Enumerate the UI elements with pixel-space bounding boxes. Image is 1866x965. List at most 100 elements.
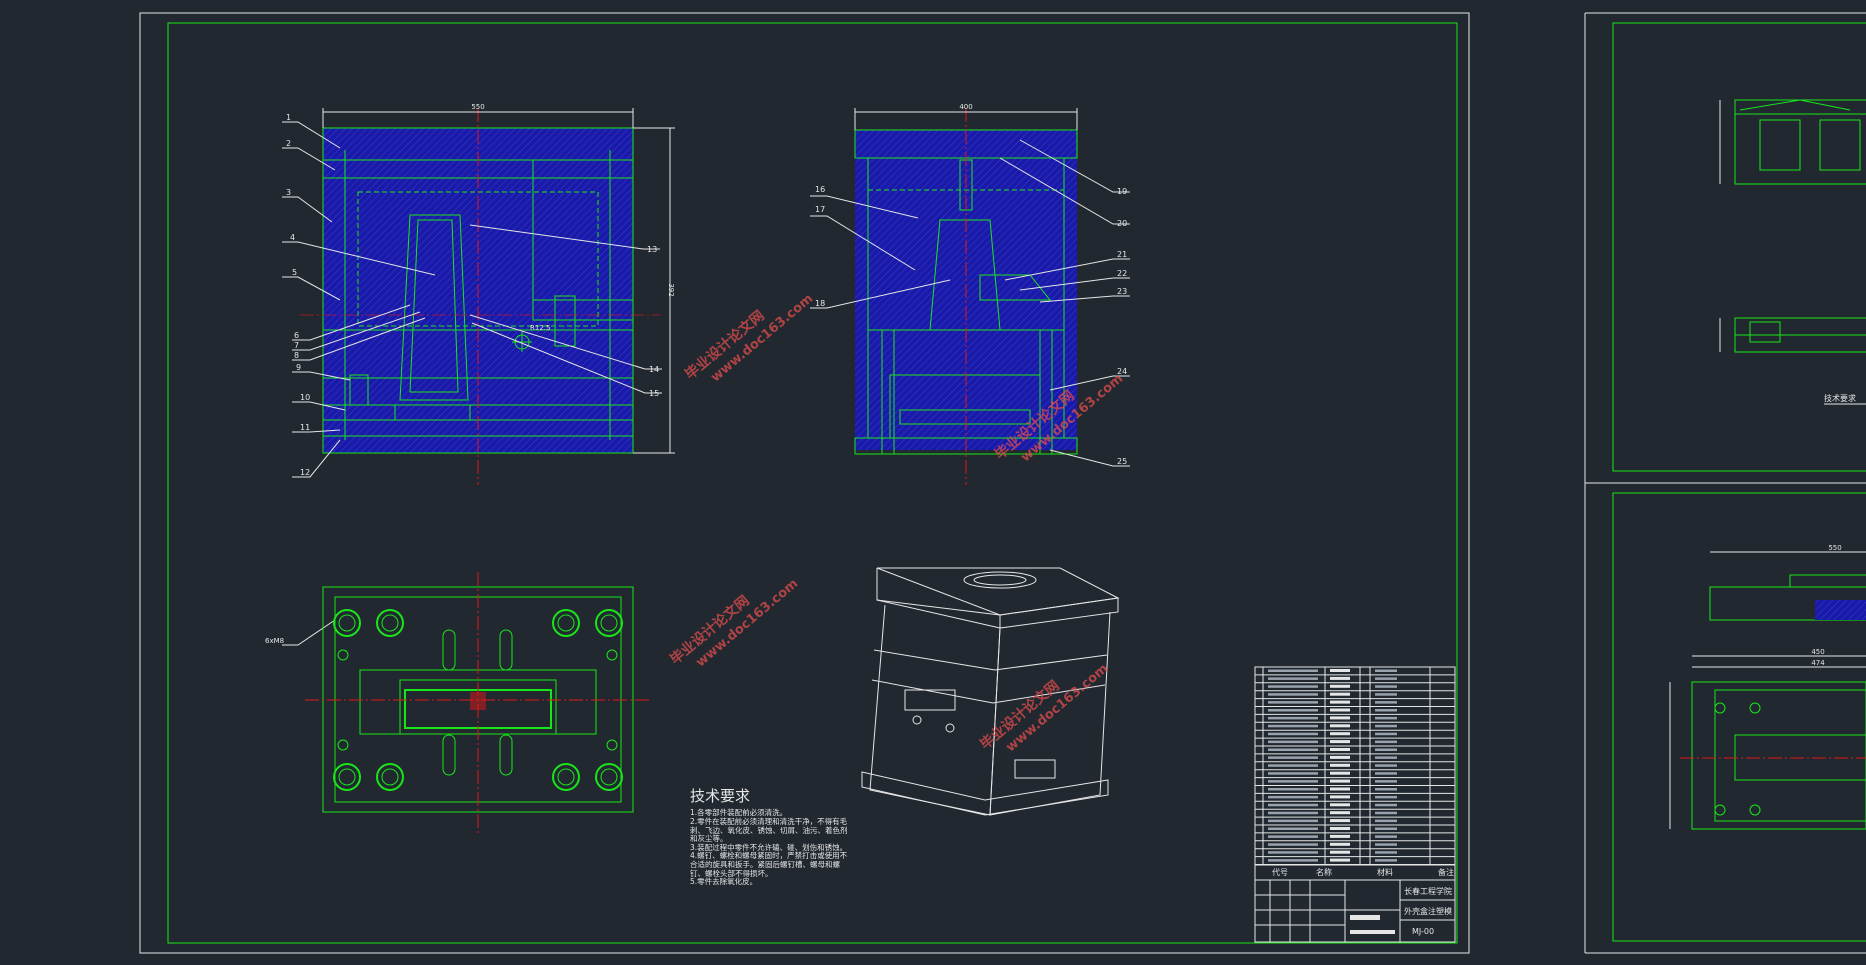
parts-row-code-mark [1268, 827, 1318, 830]
watermark-1: 毕业设计论文网 www.doc163.com [682, 291, 817, 385]
part-number-19: 19 [1117, 187, 1127, 196]
side-width-dimension: 400 [959, 103, 972, 111]
parts-row-code-mark [1268, 669, 1318, 672]
parts-list-rows [1255, 669, 1455, 865]
part-number-4: 4 [290, 233, 295, 242]
parts-row-material-mark [1375, 772, 1397, 775]
part-number-16: 16 [815, 185, 825, 194]
parts-row-material-mark [1375, 827, 1397, 830]
sheet2-tech-note: 技术要求 [1824, 393, 1856, 403]
parts-row-name-mark [1330, 858, 1350, 862]
title-block [1255, 864, 1455, 942]
tech-req-item-1: 1.各零部件装配前必须清洗。 [690, 808, 788, 818]
parts-row-name-mark [1330, 669, 1350, 672]
parts-row-material-mark [1375, 709, 1397, 712]
parts-row-code-mark [1268, 677, 1318, 680]
part-number-11: 11 [300, 423, 310, 432]
col-header-name: 名称 [1316, 867, 1332, 877]
tech-req-item-2: 2.零件在装配前必须清理和清洗干净，不得有毛刺、飞边、氧化皮、锈蚀、切屑、油污、… [690, 816, 848, 844]
part-number-21: 21 [1117, 250, 1127, 259]
parts-row-code-mark [1268, 851, 1318, 854]
parts-row-code-mark [1268, 811, 1318, 815]
parts-row-material-mark [1375, 732, 1397, 736]
parts-row-material-mark [1375, 780, 1397, 783]
parts-row-material-mark [1375, 677, 1397, 680]
sheet-border-outer [139, 12, 1470, 954]
parts-row-name-mark [1330, 795, 1350, 799]
parts-row-name-mark [1330, 771, 1350, 775]
parts-row-name-mark [1330, 779, 1350, 783]
part-number-12: 12 [300, 468, 310, 477]
part-number-22: 22 [1117, 269, 1127, 278]
parts-row-name-mark [1330, 708, 1350, 712]
parts-row-name-mark [1330, 684, 1350, 688]
parts-row-code-mark [1268, 803, 1318, 807]
part-number-2: 2 [286, 139, 291, 148]
parts-row-code-mark [1268, 780, 1318, 783]
part-number-23: 23 [1117, 287, 1127, 296]
part-number-6: 6 [294, 331, 299, 340]
parts-row-material-mark [1375, 843, 1397, 846]
watermark-4: 毕业设计论文网 www.doc163.com [977, 661, 1112, 755]
parts-row-name-mark [1330, 755, 1350, 759]
parts-list-table [1254, 666, 1456, 943]
parts-row-name-mark [1330, 763, 1350, 767]
sheet2-lower-views [1669, 551, 1866, 830]
parts-row-name-mark [1330, 700, 1350, 704]
parts-row-code-mark [1268, 709, 1318, 712]
parts-row-code-mark [1268, 724, 1318, 728]
parts-row-material-mark [1375, 724, 1397, 728]
parts-row-code-mark [1268, 788, 1318, 791]
drawing-number: MJ-00 [1412, 927, 1434, 936]
front-section-view [300, 108, 675, 485]
sheet2-dim-550: 550 [1828, 544, 1841, 552]
parts-row-material-mark [1375, 859, 1397, 862]
part-number-9: 9 [296, 363, 301, 372]
parts-row-material-mark [1375, 803, 1397, 807]
tech-req-item-4: 4.螺钉、螺栓和螺母紧固时，严禁打击或使用不合适的旋具和扳手。紧固后螺钉槽、螺母… [690, 851, 848, 878]
part-number-20: 20 [1117, 219, 1127, 228]
tech-req-item-5: 5.零件去除氧化皮。 [690, 877, 758, 887]
parts-row-material-mark [1375, 748, 1397, 751]
parts-row-material-mark [1375, 811, 1397, 815]
parts-row-material-mark [1375, 835, 1397, 838]
parts-row-name-mark [1330, 819, 1350, 823]
parts-row-material-mark [1375, 788, 1397, 791]
col-header-code: 代号 [1272, 867, 1288, 877]
part-number-8: 8 [294, 351, 299, 360]
sheet2-frame-lower [1612, 492, 1866, 942]
technical-requirements: 技术要求 1.各零部件装配前必须清洗。 2.零件在装配前必须清理和清洗干净，不得… [690, 787, 850, 887]
parts-row-code-mark [1268, 748, 1318, 751]
isometric-view [861, 567, 1120, 816]
hole-dimension: 6xM8 [265, 637, 284, 645]
parts-row-code-mark [1268, 716, 1318, 720]
parts-row-name-mark [1330, 811, 1350, 815]
part-number-17: 17 [815, 205, 825, 214]
parts-row-code-mark [1268, 732, 1318, 736]
parts-row-name-mark [1330, 676, 1350, 680]
parts-row-material-mark [1375, 764, 1397, 767]
parts-row-code-mark [1268, 772, 1318, 775]
col-header-material: 材料 [1377, 867, 1393, 877]
parts-row-name-mark [1330, 692, 1350, 696]
parts-row-name-mark [1330, 732, 1350, 736]
part-number-13: 13 [647, 245, 657, 254]
part-number-10: 10 [300, 393, 310, 402]
parts-row-material-mark [1375, 795, 1397, 799]
side-section-view [854, 108, 1078, 485]
part-number-24: 24 [1117, 367, 1127, 376]
parts-row-code-mark [1268, 756, 1318, 759]
parts-row-material-mark [1375, 693, 1397, 696]
tech-req-item-3: 3.装配过程中零件不允许磕、碰、划伤和锈蚀。 [690, 842, 848, 852]
part-number-5: 5 [292, 268, 297, 277]
parts-row-name-mark [1330, 850, 1350, 854]
parts-row-material-mark [1375, 716, 1397, 720]
sheet-border-inner [167, 22, 1458, 944]
parts-row-material-mark [1375, 701, 1397, 704]
parts-row-code-mark [1268, 859, 1318, 862]
parts-row-material-mark [1375, 685, 1397, 688]
part-number-18: 18 [815, 299, 825, 308]
parts-row-name-mark [1330, 842, 1350, 846]
parts-row-material-mark [1375, 756, 1397, 759]
